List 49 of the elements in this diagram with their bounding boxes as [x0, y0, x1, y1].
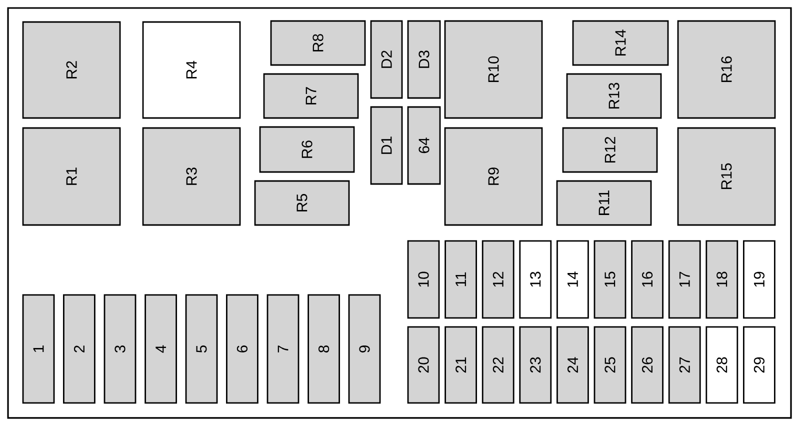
fuse-slot: 23 — [519, 326, 552, 404]
fuse-slot: 19 — [743, 240, 776, 319]
relay-slot: R14 — [572, 20, 669, 66]
fuse-slot: 4 — [144, 294, 177, 404]
fuse-slot: 27 — [668, 326, 701, 404]
diode-slot: D3 — [407, 20, 441, 99]
fuse-slot: 29 — [743, 326, 776, 404]
relay-slot: R10 — [444, 20, 543, 119]
fuse-slot: 22 — [482, 326, 514, 404]
fuse-slot: 25 — [594, 326, 626, 404]
fuse-slot: 1 — [22, 294, 55, 404]
diode-slot: D1 — [370, 106, 403, 185]
fuse-slot: 26 — [631, 326, 664, 404]
relay-slot: R15 — [677, 127, 776, 226]
relay-slot: R2 — [22, 21, 121, 119]
relay-slot: R13 — [566, 73, 662, 119]
fuse-slot: 15 — [594, 240, 626, 319]
relay-slot: R9 — [444, 127, 543, 226]
fuse-slot: 20 — [407, 326, 440, 404]
relay-slot: R3 — [142, 127, 241, 226]
fuse-slot: 6 — [226, 294, 258, 404]
relay-slot: R12 — [562, 127, 658, 173]
fuse-slot: 28 — [706, 326, 738, 404]
fuse-slot: 5 — [185, 294, 218, 404]
relay-slot: R8 — [270, 20, 366, 66]
relay-slot: R6 — [259, 126, 355, 173]
fuse-slot: 17 — [668, 240, 701, 319]
fuse-slot: 8 — [308, 294, 340, 404]
fuse-slot: 9 — [348, 294, 381, 404]
fuse-slot: 21 — [444, 326, 477, 404]
fuse-slot: 12 — [482, 240, 514, 319]
fuse-slot: 10 — [407, 240, 440, 319]
fuse-slot: 11 — [444, 240, 477, 319]
fuse-slot: 24 — [556, 326, 589, 404]
fuse-slot: 3 — [104, 294, 136, 404]
fuse-slot: 16 — [631, 240, 664, 319]
fuse-slot: 64 — [407, 106, 441, 185]
relay-slot: R7 — [263, 73, 359, 119]
relay-slot: R4 — [142, 21, 241, 119]
fuse-slot: 13 — [519, 240, 552, 319]
fuse-slot: 18 — [706, 240, 738, 319]
relay-slot: R16 — [677, 20, 776, 119]
fuse-slot: 7 — [266, 294, 300, 404]
fuse-slot: 14 — [556, 240, 589, 319]
diode-slot: D2 — [370, 20, 403, 99]
relay-slot: R1 — [22, 127, 121, 226]
relay-slot: R11 — [556, 180, 652, 226]
relay-slot: R5 — [254, 180, 350, 226]
fuse-slot: 2 — [63, 294, 96, 404]
